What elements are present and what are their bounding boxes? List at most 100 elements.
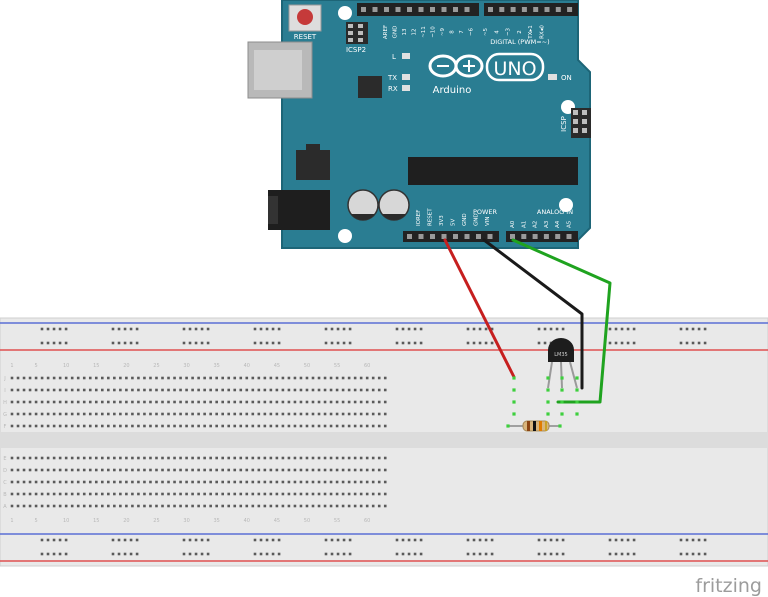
breadboard-hole xyxy=(221,468,224,472)
breadboard-hole xyxy=(28,388,32,392)
breadboard-hole xyxy=(263,424,267,428)
analog-pin-label: A3 xyxy=(544,220,550,228)
rail-hole xyxy=(466,538,470,542)
rail-hole xyxy=(253,341,257,345)
rail-hole xyxy=(632,327,636,331)
breadboard-hole xyxy=(185,468,188,472)
breadboard-hole xyxy=(173,480,176,484)
rail-hole xyxy=(679,538,683,542)
microcontroller-chip xyxy=(408,157,578,185)
breadboard-hole xyxy=(101,400,104,404)
breadboard-hole xyxy=(209,480,212,484)
rail-hole xyxy=(691,552,695,556)
header-pin xyxy=(566,234,572,239)
led-on-label: ON xyxy=(561,74,572,82)
breadboard-hole xyxy=(203,388,206,392)
breadboard-hole xyxy=(22,468,26,472)
breadboard-hole xyxy=(311,424,315,428)
breadboard-hole xyxy=(233,456,237,460)
breadboard-hole xyxy=(263,376,267,380)
rail-hole xyxy=(472,538,476,542)
rail-hole xyxy=(561,538,565,542)
rail-hole xyxy=(336,552,340,556)
resistor xyxy=(508,420,560,432)
breadboard-hole xyxy=(167,412,170,416)
rail-hole xyxy=(478,538,482,542)
breadboard-hole xyxy=(10,376,14,380)
breadboard-hole xyxy=(58,376,62,380)
breadboard-hole xyxy=(311,376,315,380)
breadboard-hole xyxy=(377,412,381,416)
connected-hole xyxy=(546,376,550,380)
breadboard-hole xyxy=(125,376,128,380)
breadboard-hole xyxy=(335,456,339,460)
breadboard-hole xyxy=(281,468,285,472)
breadboard-hole xyxy=(371,400,375,404)
breadboard-hole xyxy=(125,468,128,472)
rail-hole xyxy=(259,341,263,345)
breadboard-hole xyxy=(137,468,140,472)
breadboard-hole xyxy=(137,480,140,484)
breadboard-hole xyxy=(341,468,345,472)
breadboard-hole xyxy=(383,504,387,508)
analog-pin-label: A0 xyxy=(510,220,516,228)
breadboard-hole xyxy=(299,400,303,404)
breadboard-hole xyxy=(179,504,182,508)
breadboard-hole xyxy=(299,468,303,472)
breadboard-hole xyxy=(52,504,56,508)
breadboard-hole xyxy=(371,376,375,380)
rail-hole xyxy=(324,538,328,542)
header-pin xyxy=(521,7,527,12)
sensor-body xyxy=(548,338,574,362)
breadboard-hole xyxy=(293,400,297,404)
header-block xyxy=(506,231,578,242)
breadboard-hole xyxy=(173,412,176,416)
breadboard-hole xyxy=(323,376,327,380)
header-pin xyxy=(361,7,366,12)
breadboard-hole xyxy=(64,424,68,428)
breadboard-hole xyxy=(215,468,218,472)
breadboard-hole xyxy=(155,456,158,460)
header-pin xyxy=(372,7,378,12)
breadboard-hole xyxy=(257,400,261,404)
breadboard-hole xyxy=(16,424,20,428)
header-pin xyxy=(582,119,587,124)
breadboard-hole xyxy=(143,376,146,380)
breadboard-hole xyxy=(40,504,44,508)
breadboard-hole xyxy=(46,456,50,460)
connected-hole xyxy=(546,388,550,392)
breadboard-hole xyxy=(239,504,243,508)
led-l-label: L xyxy=(392,53,396,61)
rail-hole xyxy=(484,538,488,542)
breadboard-hole xyxy=(179,492,182,496)
reset-button-cap[interactable] xyxy=(297,9,313,25)
breadboard-hole xyxy=(377,504,381,508)
breadboard-hole xyxy=(161,456,164,460)
breadboard-hole xyxy=(245,468,249,472)
breadboard-hole xyxy=(335,424,339,428)
breadboard-hole xyxy=(329,412,333,416)
rail-hole xyxy=(111,341,115,345)
row-letter: C xyxy=(3,480,7,486)
breadboard-hole xyxy=(101,376,104,380)
breadboard-hole xyxy=(76,388,80,392)
rail-hole xyxy=(484,552,488,556)
rail-hole xyxy=(135,538,139,542)
header-pin xyxy=(573,110,578,115)
rail-hole xyxy=(194,327,198,331)
rail-hole xyxy=(117,341,121,345)
breadboard-hole xyxy=(275,412,279,416)
header-pin xyxy=(573,119,578,124)
breadboard-hole xyxy=(167,468,170,472)
breadboard-hole xyxy=(64,504,68,508)
breadboard-hole xyxy=(10,424,14,428)
connected-hole xyxy=(512,388,516,392)
dc-power-jack-face xyxy=(268,196,278,224)
breadboard-hole xyxy=(16,400,20,404)
usb-connector-inner xyxy=(254,50,302,90)
breadboard-hole xyxy=(22,412,26,416)
rail-hole xyxy=(703,552,707,556)
connected-hole xyxy=(575,388,579,392)
breadboard-hole xyxy=(137,456,140,460)
rail-hole xyxy=(40,538,44,542)
